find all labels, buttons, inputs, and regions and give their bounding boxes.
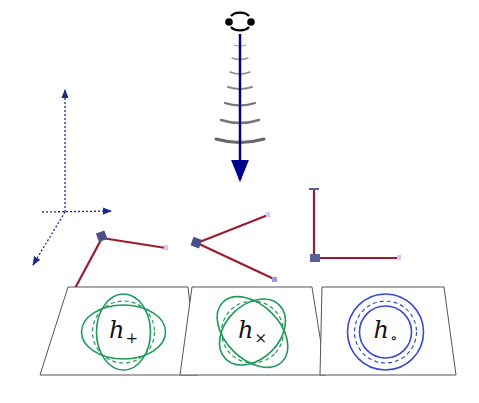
interferometers xyxy=(73,189,399,292)
binary-source xyxy=(225,13,255,31)
plus-polarization: h+ xyxy=(38,285,200,377)
cross-polarization: h× xyxy=(176,285,330,377)
polarization-label: h× xyxy=(238,318,267,342)
polarization-label: h∘ xyxy=(374,318,398,342)
polarization-label: h+ xyxy=(109,318,138,342)
breathing-polarization: h∘ xyxy=(314,285,460,377)
mirrors xyxy=(69,189,401,294)
axes xyxy=(33,90,111,265)
propagation-arrow xyxy=(239,34,242,180)
